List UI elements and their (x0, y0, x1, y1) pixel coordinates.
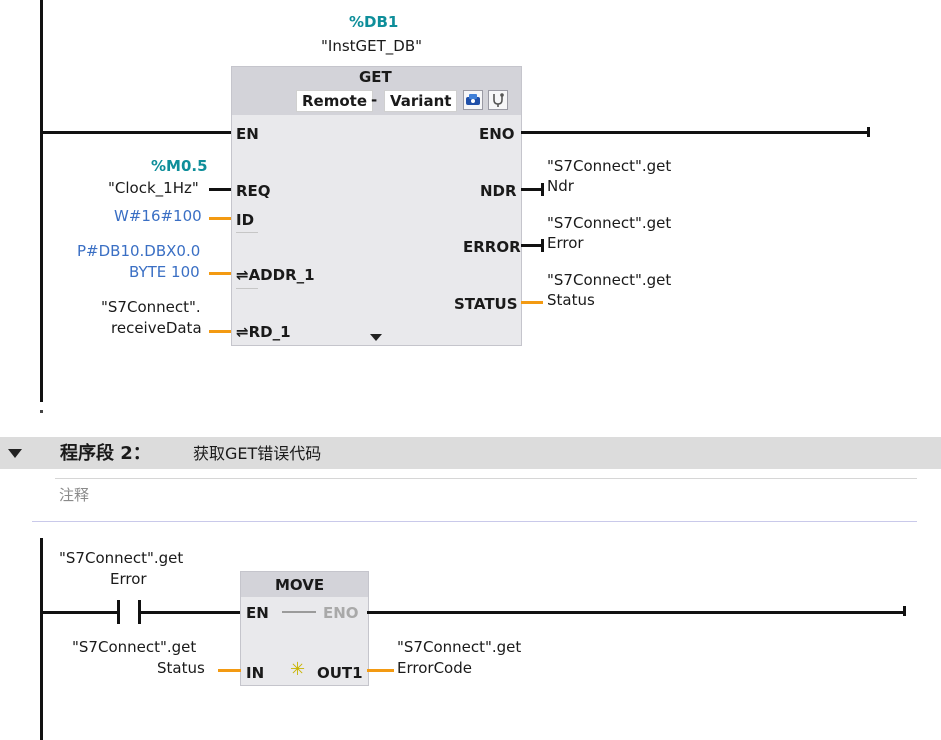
sparkle-icon[interactable]: ✳ (290, 659, 306, 680)
wire-req (209, 188, 231, 191)
pin-divider (236, 288, 258, 289)
req-address: %M0.5 (151, 157, 208, 175)
wire-addr-1 (209, 272, 231, 275)
wire-rd-1 (209, 330, 231, 333)
pin-status: STATUS (454, 295, 518, 313)
contact-operand-member[interactable]: Error (110, 570, 147, 588)
move-pin-eno: ENO (323, 604, 359, 622)
network-2-header[interactable] (0, 437, 941, 469)
req-symbol[interactable]: "Clock_1Hz" (108, 179, 199, 197)
wire-rail-to-contact (42, 611, 119, 614)
power-rail-network-2 (40, 538, 43, 740)
pin-addr-1: ⇌ADDR_1 (236, 266, 315, 284)
ndr-operand-db[interactable]: "S7Connect".get (547, 157, 672, 175)
error-operand-db[interactable]: "S7Connect".get (547, 214, 672, 232)
wire-eno-end (867, 127, 870, 137)
mode-variant-field[interactable]: Variant (384, 90, 458, 112)
pin-eno: ENO (479, 125, 515, 143)
comment-field[interactable]: 注释 (55, 478, 917, 509)
status-operand-member[interactable]: Status (547, 291, 595, 309)
wire-ndr-end (541, 183, 544, 196)
network-2-title[interactable]: 获取GET错误代码 (193, 444, 322, 463)
error-operand-member[interactable]: Error (547, 234, 584, 252)
pin-rd-1: ⇌RD_1 (236, 323, 291, 341)
expand-pins-icon[interactable] (370, 334, 382, 341)
out1-operand-db[interactable]: "S7Connect".get (397, 638, 522, 656)
get-block-title: GET (359, 68, 392, 86)
pin-error: ERROR (463, 238, 521, 256)
pin-divider (236, 232, 258, 233)
wire-eno (521, 131, 869, 134)
rd1-operand-db[interactable]: "S7Connect". (101, 298, 201, 316)
wire-en (42, 131, 231, 134)
db-name: "InstGET_DB" (321, 37, 423, 55)
comment-divider (32, 521, 917, 522)
move-en-eno-link (282, 611, 316, 613)
move-pin-out1: OUT1 (317, 664, 363, 682)
pin-id: ID (236, 211, 255, 229)
mode-remote-field[interactable]: Remote (296, 90, 374, 112)
power-rail-network-1 (40, 0, 43, 402)
wire-move-eno (367, 611, 905, 614)
out1-operand-member[interactable]: ErrorCode (397, 659, 472, 677)
wire-out1 (367, 669, 394, 672)
network-2-label: 程序段 2： (60, 443, 151, 464)
in-operand-db[interactable]: "S7Connect".get (72, 638, 197, 656)
wire-ndr (521, 188, 543, 191)
pin-en: EN (236, 125, 259, 143)
in-operand-member[interactable]: Status (157, 659, 205, 677)
move-block-header (241, 572, 368, 597)
move-block-title: MOVE (275, 576, 325, 594)
comment-placeholder: 注释 (59, 486, 90, 504)
move-pin-en: EN (246, 604, 269, 622)
normally-open-contact-right (138, 600, 141, 624)
pin-req: REQ (236, 182, 271, 200)
wire-status (521, 301, 543, 304)
wire-contact-to-move (140, 611, 241, 614)
id-value[interactable]: W#16#100 (114, 207, 202, 225)
move-pin-in: IN (246, 664, 265, 682)
addr1-pointer[interactable]: P#DB10.DBX0.0 (77, 242, 201, 260)
rail-end-dot (40, 410, 43, 413)
remote-connection-icon[interactable] (463, 90, 483, 110)
status-operand-db[interactable]: "S7Connect".get (547, 271, 672, 289)
addr1-length[interactable]: BYTE 100 (129, 263, 200, 281)
db-address: %DB1 (349, 13, 399, 31)
rd1-operand-member[interactable]: receiveData (111, 319, 202, 337)
triangle-down-icon[interactable] (8, 449, 22, 458)
wire-id (209, 217, 231, 220)
wire-error (521, 244, 543, 247)
wire-error-end (541, 239, 544, 252)
normally-open-contact[interactable] (117, 600, 120, 624)
pin-ndr: NDR (480, 182, 517, 200)
diagnostics-icon[interactable] (488, 90, 508, 110)
wire-move-eno-end (903, 606, 906, 616)
mode-separator: - (371, 91, 378, 109)
ndr-operand-member[interactable]: Ndr (547, 177, 574, 195)
wire-in (218, 669, 241, 672)
contact-operand-db[interactable]: "S7Connect".get (59, 549, 184, 567)
